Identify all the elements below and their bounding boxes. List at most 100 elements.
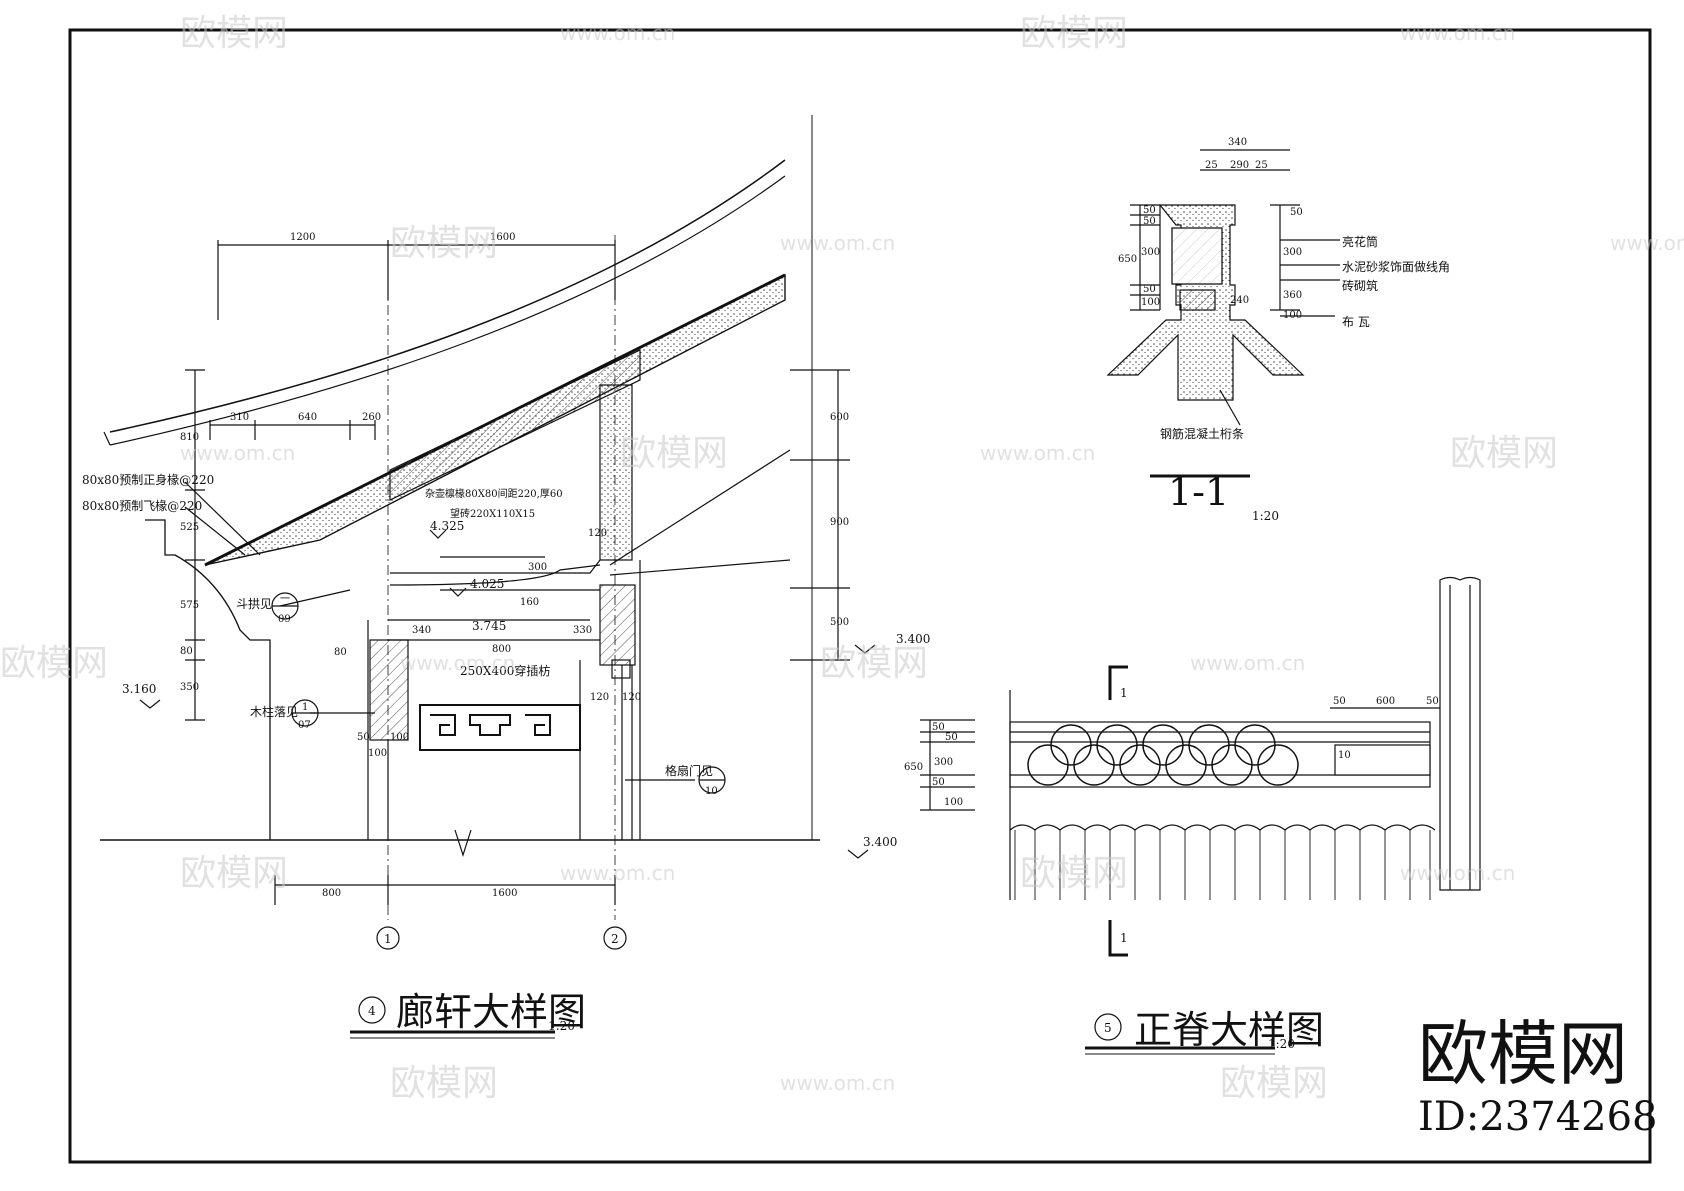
ridge-dim-50-top-2: 50 [1426,696,1439,707]
note-rafter-main: 80x80预制正身椽@220 [82,472,214,487]
ridge-dim-50c: 50 [932,777,945,788]
note-door: 格扇门见 [665,763,713,778]
section-mark-top-label: 1 [1120,686,1128,700]
section-mark-bottom [1108,920,1128,957]
drawing-5-badge [1094,1013,1122,1041]
drawing-5-scale: 1:20 [1268,1037,1295,1051]
s11-dim-300: 300 [1141,247,1160,258]
watermark-brand: 欧模网 [180,853,288,894]
dim-310: 310 [230,412,249,423]
dim-80-b: 80 [334,647,347,658]
watermark-brand: 欧模网 [180,13,288,54]
dim-810: 810 [180,432,199,443]
axis-label-1: 1 [384,932,392,946]
dim-800-mid: 800 [492,644,511,655]
watermark-brand: 欧模网 [1220,1063,1328,1104]
left-bracket-block [369,639,409,741]
roof-cap-line [103,431,111,446]
watermark-brand: 欧模网 [620,433,728,474]
watermark-site: www.om.cn [980,441,1095,465]
watermark-site: www.om.cn [1400,861,1515,885]
s11-note-tile: 布 瓦 [1342,315,1370,329]
s11-dim-25b: 25 [1255,160,1268,171]
watermark-site: www.om.cn [400,651,515,675]
s11-dim-100-right: 100 [1283,310,1302,321]
watermark-site: www.om.cn [780,1071,895,1095]
s11-dim-50a: 50 [1143,205,1156,216]
watermark-site: www.om.cn [1610,231,1684,255]
lattice-panel [419,704,581,751]
ref-bracket-top: 一 [280,594,290,605]
roof-tile-curve-2 [109,175,786,446]
watermark-brand: 欧模网 [1020,853,1128,894]
axis-bubble-1 [376,926,400,950]
dim-330: 330 [573,625,592,636]
corridor-section-drawing [100,115,876,1039]
dim-260: 260 [362,412,381,423]
dim-800-bottom: 800 [322,888,341,899]
level-3745: 3.745 [472,619,506,633]
watermark-brand: 欧模网 [390,223,498,264]
ridge-ornament-rings [1027,724,1299,786]
ridge-end-post [1439,576,1481,891]
right-column-lower [599,584,636,666]
ref-column-bottom: 07 [298,720,311,731]
dim-340: 340 [412,625,431,636]
s11-dim-650: 650 [1118,254,1137,265]
drawing-4-badge-number: 4 [368,1004,376,1018]
watermark-site: www.om.cn [560,861,675,885]
drawing-4-scale: 1:20 [548,1019,575,1033]
drawing-4-title: 廊轩大样图 [396,990,586,1034]
s11-dim-50-right: 50 [1290,207,1303,218]
dim-575: 575 [180,600,199,611]
ref-door-bottom: 10 [705,786,718,797]
sheet-border [68,28,1652,1164]
level-3400-bottom: 3.400 [863,835,897,849]
ridge-fill [389,349,641,501]
ridge-dim-50a: 50 [932,722,945,733]
watermark-site: www.om.cn [1400,21,1515,45]
dim-50: 50 [357,732,370,743]
ridge-elevation-drawing [920,576,1481,1055]
watermark-brand: 欧模网 [390,1063,498,1104]
roof-tile-rows [1009,824,1436,831]
s11-note-mortar: 水泥砂浆饰面做线角 [1342,259,1450,274]
s11-dim-25a: 25 [1205,160,1218,171]
dim-300: 300 [528,562,547,573]
tie-beam [390,559,601,574]
level-4325: 4.325 [430,519,464,533]
s11-title: 1-1 [1168,470,1229,514]
watermark-site: www.om.cn [180,441,295,465]
dim-1600-top: 1600 [490,232,515,243]
axis-label-2: 2 [611,932,619,946]
s11-note-purlin: 钢筋混凝土桁条 [1160,426,1244,441]
s11-scale: 1:20 [1252,509,1279,523]
ref-column-top: 1 [302,702,308,713]
drawing-4-badge [358,996,386,1024]
s11-dim-340: 340 [1228,137,1247,148]
dim-640: 640 [298,412,317,423]
brand-logo-text: 欧模网 [1418,1013,1628,1095]
watermark-site: www.om.cn [780,231,895,255]
s11-dim-50c: 50 [1143,284,1156,295]
watermark-brand: 欧模网 [1020,13,1128,54]
watermark-site: www.om.cn [560,21,675,45]
right-column-upper [599,384,633,561]
dim-350: 350 [180,682,199,693]
ridge-dim-50b: 50 [945,732,958,743]
ridge-dim-600: 600 [1376,696,1395,707]
roof-tile-lines [1014,830,1431,900]
dim-120-c: 120 [622,692,641,703]
s11-dim-300-right: 300 [1283,247,1302,258]
s11-dim-240: 240 [1230,295,1249,306]
watermark-brand: 欧模网 [820,643,928,684]
section-mark-top [1108,665,1128,700]
dim-80: 80 [180,646,193,657]
level-4025: 4.025 [470,577,504,591]
s11-note-brick: 砖砌筑 [1342,278,1378,293]
brand-model-id: ID:2374268 [1418,1094,1658,1140]
dim-500: 500 [830,617,849,628]
roof-tile-curve [109,159,786,433]
watermark-layer: 欧模网 欧模网 欧模网 欧模网 欧模网 欧模网 欧模网 欧模网 欧模网 欧模网 … [0,13,1684,1104]
s11-dim-290: 290 [1230,160,1249,171]
